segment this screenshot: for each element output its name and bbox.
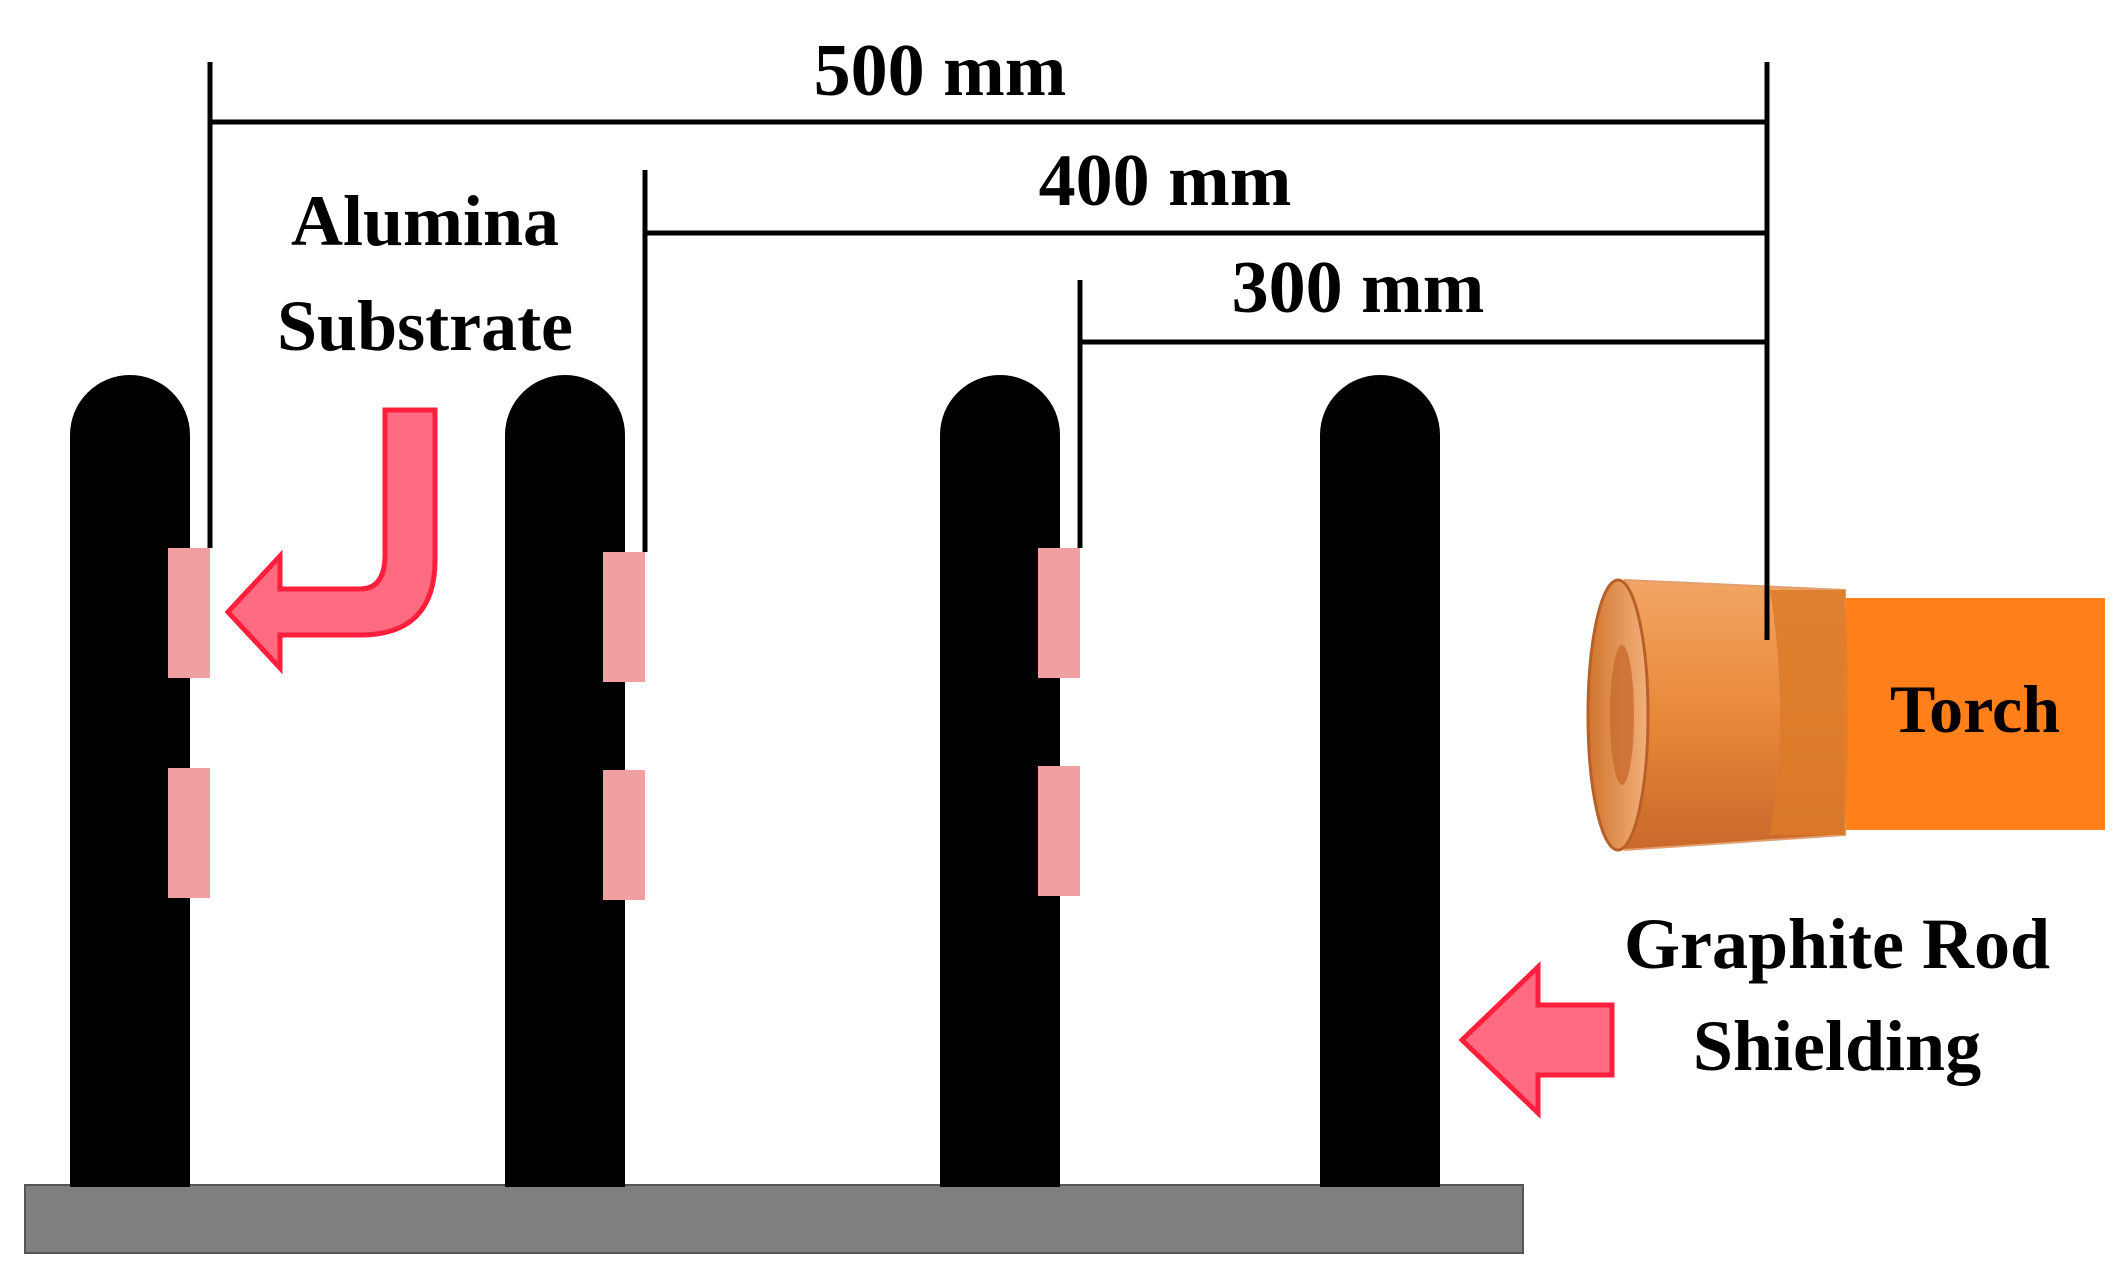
alumina-substrates xyxy=(168,548,1080,900)
substrate-rod3-lower xyxy=(1038,766,1080,896)
substrate-rod1-lower xyxy=(168,768,210,898)
alumina-label-line1: Alumina xyxy=(291,181,559,261)
torch-label: Torch xyxy=(1890,671,2060,747)
substrate-pointer-arrow xyxy=(224,407,438,675)
graphite-rods xyxy=(70,375,1440,1187)
shielding-pointer-arrow xyxy=(1458,961,1615,1119)
dimension-label-500mm: 500 mm xyxy=(814,30,1067,112)
graphite-rod-4 xyxy=(1320,375,1440,1187)
graphite-rod-2 xyxy=(505,375,625,1187)
substrate-rod3-upper xyxy=(1038,548,1080,678)
graphite-label-line2: Shielding xyxy=(1693,1006,1981,1086)
graphite-rod-1 xyxy=(70,375,190,1187)
dimension-lines xyxy=(207,62,1767,552)
graphite-rod-3 xyxy=(940,375,1060,1187)
torch-collar xyxy=(1770,590,1848,835)
alumina-label-line2: Substrate xyxy=(277,286,573,366)
dimension-label-300mm: 300 mm xyxy=(1232,247,1485,329)
substrate-rod1-upper xyxy=(168,548,210,678)
torch-nozzle-bore xyxy=(1610,645,1634,785)
graphite-label-line1: Graphite Rod xyxy=(1624,904,2050,984)
dimension-label-400mm: 400 mm xyxy=(1039,140,1292,222)
substrate-rod2-upper xyxy=(603,552,645,682)
base-plate xyxy=(24,1184,1524,1254)
substrate-rod2-lower xyxy=(603,770,645,900)
plasma-torch: Torch xyxy=(1586,578,2105,852)
